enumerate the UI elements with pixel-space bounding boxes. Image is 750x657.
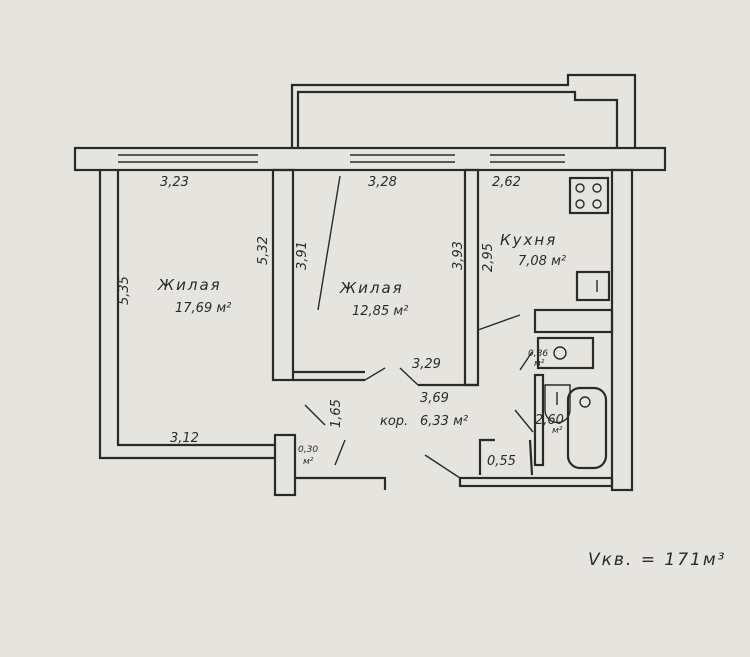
corridor-area: 6,33 м²	[420, 414, 468, 429]
room2-area: 12,85 м²	[352, 304, 408, 319]
dim-kitchen-top: 2,62	[492, 175, 521, 190]
kitchen-name: Кухня	[500, 231, 557, 249]
dim-corridor: 3,69	[420, 391, 449, 406]
closet-area: 0,55	[487, 454, 516, 469]
niche-unit: м²	[303, 457, 314, 467]
dim-room2-right: 3,93	[451, 241, 466, 270]
dim-room2-left: 3,91	[295, 241, 310, 270]
toilet-unit: м²	[534, 359, 545, 369]
dim-room1-right: 5,32	[256, 236, 271, 265]
bath-area: 2,60	[535, 413, 564, 428]
walls	[73, 73, 667, 497]
room1-name: Жилая	[157, 276, 222, 294]
room1-area: 17,69 м²	[175, 301, 231, 316]
bath-unit: м²	[552, 426, 563, 436]
dim-hall: 1,65	[329, 399, 344, 428]
toilet-area: 0,86	[528, 349, 548, 359]
niche-area: 0,30	[298, 445, 318, 455]
dim-kitchen-left: 2,95	[481, 243, 496, 272]
dim-room1-top: 3,23	[160, 175, 189, 190]
dim-room1-left: 5,35	[117, 276, 132, 305]
corridor-name: кор.	[380, 414, 408, 429]
dim-room2-top: 3,28	[368, 175, 397, 190]
kitchen-area: 7,08 м²	[518, 254, 566, 269]
labels: 3,23 5,35 5,32 3,12 Жилая 17,69 м² 3,28 …	[117, 175, 726, 570]
dim-room2-bottom: 3,29	[412, 357, 441, 372]
dim-room1-bottom: 3,12	[170, 431, 199, 446]
volume-note: Vкв. = 171м³	[588, 550, 726, 570]
room2-name: Жилая	[339, 279, 404, 297]
